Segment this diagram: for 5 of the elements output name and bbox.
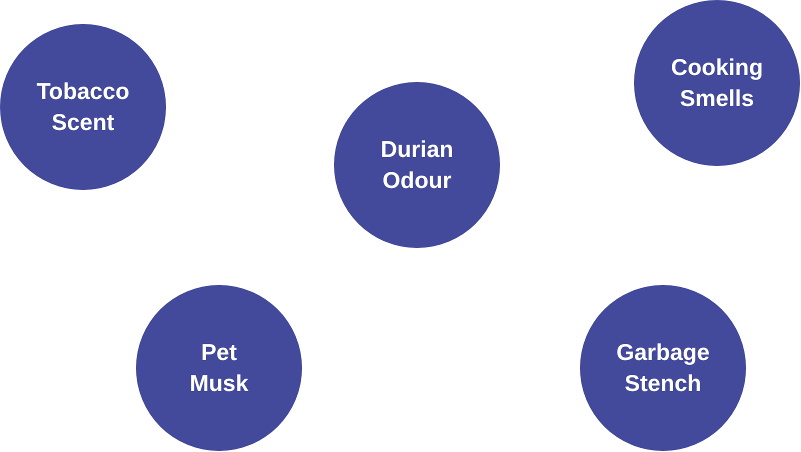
node-label: Durian Odour (380, 135, 454, 195)
node-label: Pet Musk (190, 338, 248, 398)
node-label: Garbage Stench (616, 338, 710, 398)
node-label: Tobacco Scent (36, 77, 130, 137)
node-label: Cooking Smells (671, 53, 763, 113)
